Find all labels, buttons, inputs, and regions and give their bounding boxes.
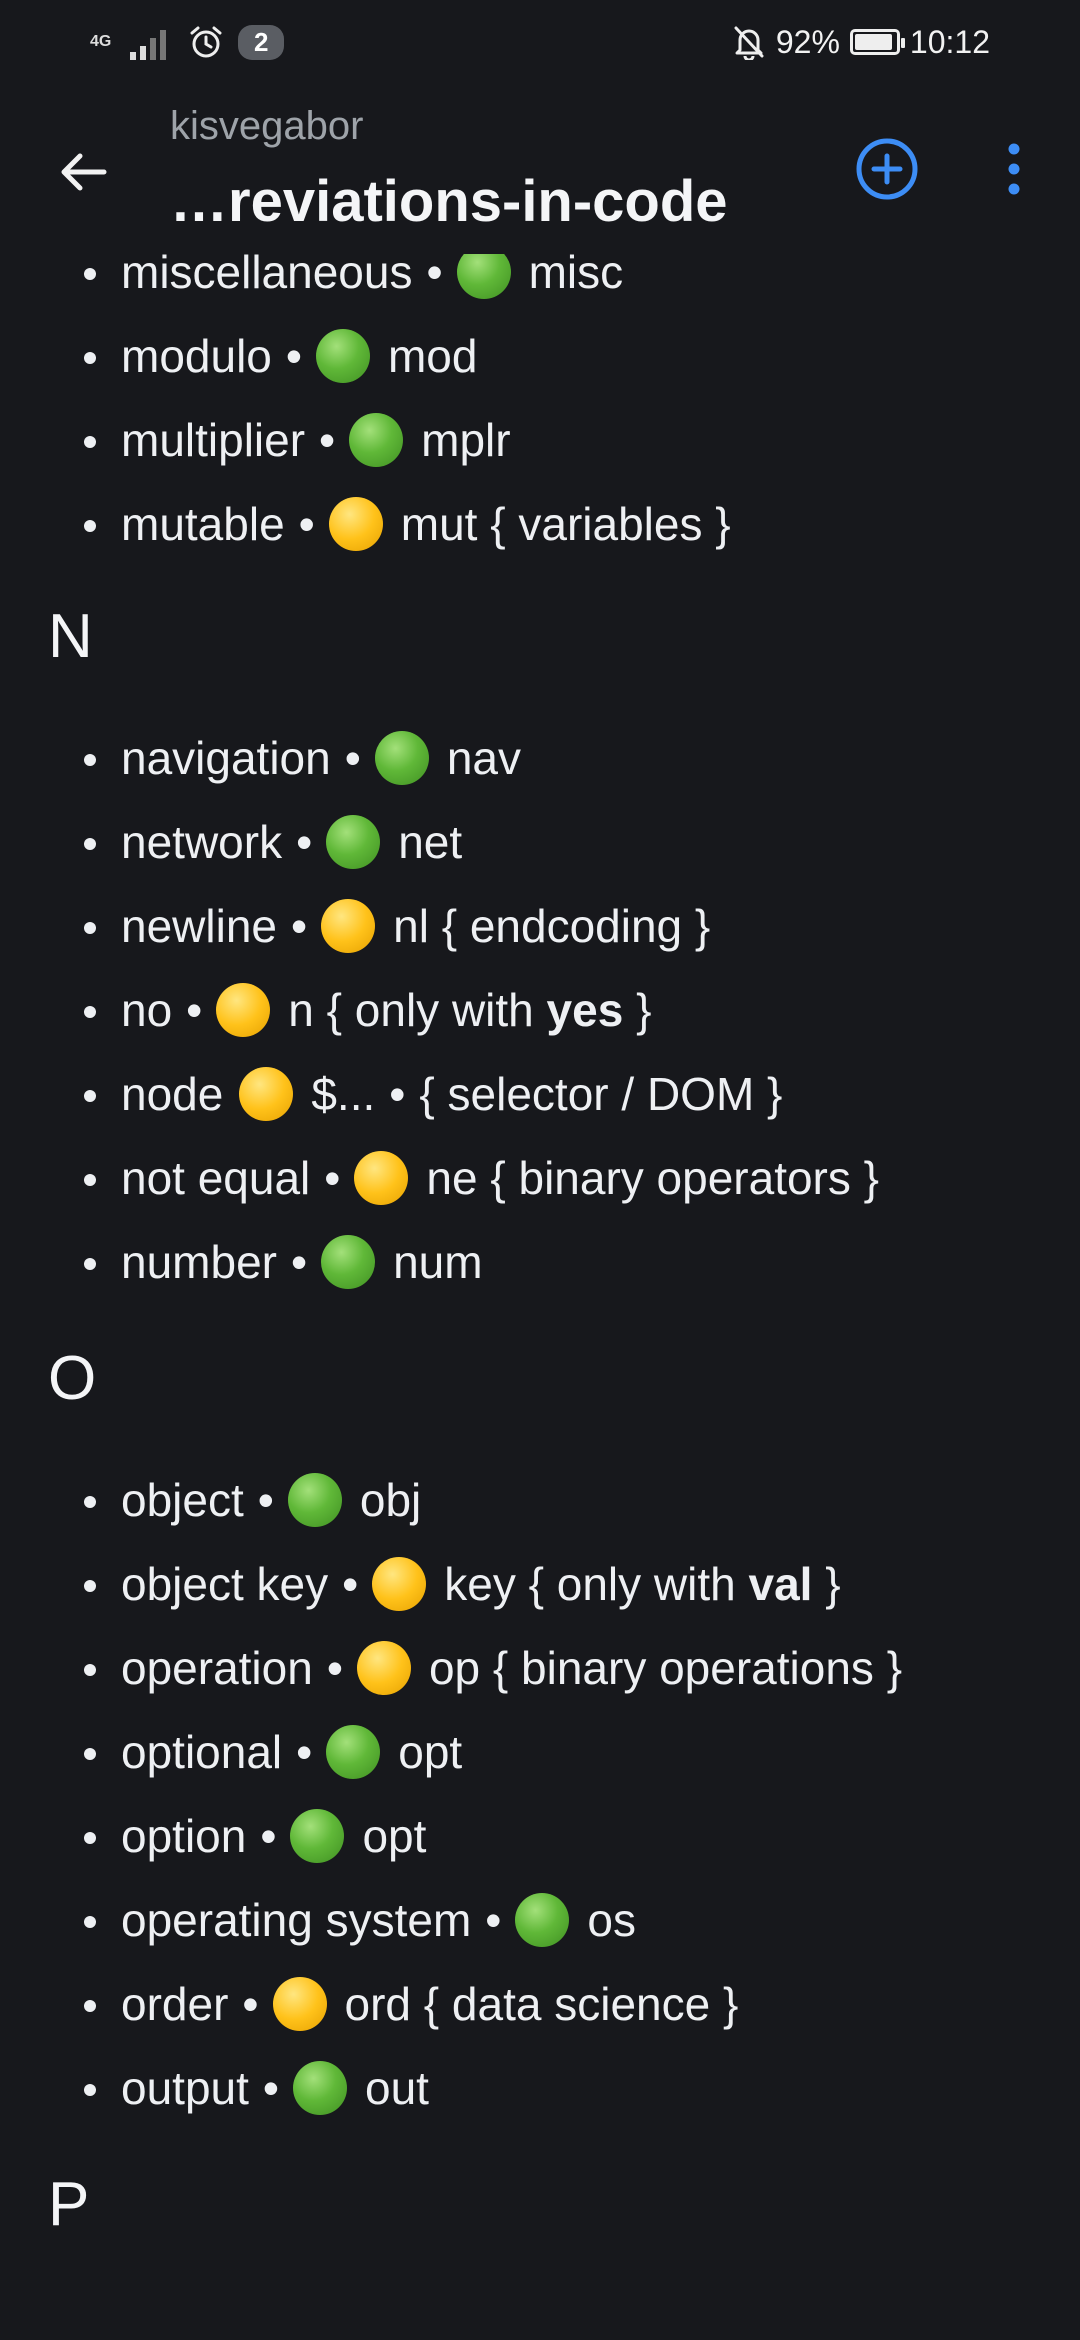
- list-item: miscellaneous• misc: [0, 230, 1080, 314]
- yellow-circle-icon: [216, 983, 271, 1037]
- battery-icon: [849, 29, 905, 55]
- yellow-circle-icon: [356, 1641, 411, 1695]
- yellow-circle-icon: [239, 1067, 294, 1121]
- status-bar: 4G 2 92% 10:12: [0, 0, 1080, 84]
- list-item: number• num: [0, 1220, 1080, 1304]
- green-circle-icon: [456, 245, 511, 299]
- green-circle-icon: [315, 329, 370, 383]
- o-list: object• obj object key• key { only with …: [0, 1458, 1080, 2130]
- green-circle-icon: [290, 1809, 345, 1863]
- yellow-circle-icon: [372, 1557, 427, 1611]
- section-heading-n: N: [48, 601, 93, 671]
- list-item: operating system• os: [0, 1878, 1080, 1962]
- list-item: multiplier• mplr: [0, 398, 1080, 482]
- battery-percent: 92%: [775, 23, 840, 60]
- network-type: 4G: [90, 33, 112, 50]
- green-circle-icon: [287, 1473, 342, 1527]
- m-list: miscellaneous• misc modulo• mod multipli…: [0, 230, 1080, 566]
- notifications-off-icon: [734, 26, 764, 60]
- app-header: kisvegabor …reviations-in-code: [0, 84, 1080, 254]
- green-circle-icon: [321, 1235, 376, 1289]
- status-bar-left: 4G 2: [90, 18, 285, 66]
- yellow-circle-icon: [354, 1151, 409, 1205]
- n-list: navigation• nav network• net newline• nl…: [0, 716, 1080, 1304]
- yellow-circle-icon: [321, 899, 376, 953]
- list-item: no• n { only with yes }: [0, 968, 1080, 1052]
- list-item: operation• op { binary operations }: [0, 1626, 1080, 1710]
- notification-count-badge: 2: [238, 24, 285, 60]
- list-item: object• obj: [0, 1458, 1080, 1542]
- yellow-circle-icon: [328, 497, 383, 551]
- clock-time: 10:12: [909, 23, 990, 60]
- list-item: not equal• ne { binary operators }: [0, 1136, 1080, 1220]
- list-item: network• net: [0, 800, 1080, 884]
- repo-owner[interactable]: kisvegabor: [170, 104, 364, 148]
- list-item: newline• nl { endcoding }: [0, 884, 1080, 968]
- back-arrow-icon[interactable]: [52, 140, 116, 204]
- signal-icon: [130, 30, 166, 60]
- alarm-icon: [190, 26, 222, 58]
- add-circle-icon[interactable]: [854, 136, 920, 202]
- list-item: modulo• mod: [0, 314, 1080, 398]
- list-item: output• out: [0, 2046, 1080, 2130]
- more-vert-icon[interactable]: [994, 136, 1034, 202]
- green-circle-icon: [326, 1725, 381, 1779]
- green-circle-icon: [326, 815, 381, 869]
- list-item: order• ord { data science }: [0, 1962, 1080, 2046]
- list-item: node $...•{ selector / DOM }: [0, 1052, 1080, 1136]
- list-item: option• opt: [0, 1794, 1080, 1878]
- repo-name: …reviations-in-code: [170, 169, 728, 234]
- list-item: mutable• mut { variables }: [0, 482, 1080, 566]
- green-circle-icon: [293, 2061, 348, 2115]
- green-circle-icon: [349, 413, 404, 467]
- green-circle-icon: [374, 731, 429, 785]
- section-heading-p: P: [48, 2169, 90, 2239]
- list-item: optional• opt: [0, 1710, 1080, 1794]
- list-item: navigation• nav: [0, 716, 1080, 800]
- readme-content: miscellaneous• misc modulo• mod multipli…: [0, 230, 1080, 2246]
- green-circle-icon: [515, 1893, 570, 1947]
- yellow-circle-icon: [272, 1977, 327, 2031]
- status-bar-right: 92% 10:12: [732, 18, 990, 66]
- section-heading-o: O: [48, 1343, 97, 1413]
- list-item: object key• key { only with val }: [0, 1542, 1080, 1626]
